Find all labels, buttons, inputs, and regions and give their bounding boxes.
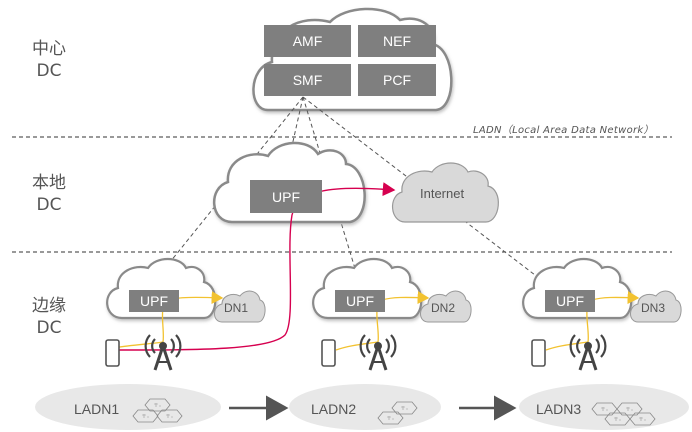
edge-paths (113, 291, 640, 351)
edge-upf-2[interactable]: UPF (335, 290, 385, 312)
nf-nef[interactable]: NEF (358, 25, 436, 57)
dn1-cloud (214, 290, 266, 323)
ladn1-label: LADN1 (74, 401, 120, 417)
tier-suffix: DC (36, 61, 62, 81)
tier-suffix: DC (36, 195, 62, 215)
phone-icon (321, 339, 336, 367)
tier-name: 边缘 (32, 296, 66, 316)
base-station-icons (144, 334, 607, 371)
phone-icon (531, 339, 546, 367)
internet-cloud (392, 162, 499, 223)
edge-upf-3[interactable]: UPF (545, 290, 595, 312)
antenna-icon (144, 334, 182, 371)
ladn2-label: LADN2 (311, 401, 357, 417)
local-upf[interactable]: UPF (250, 180, 322, 213)
ladn3-label: LADN3 (536, 401, 582, 417)
ladn-note: LADN（Local Area Data Network） (473, 125, 654, 136)
antenna-icon (569, 334, 607, 371)
tier-name: 中心 (32, 39, 66, 59)
ue-phone-icons (105, 339, 546, 367)
tier-label-local: 本地 DC (26, 172, 72, 216)
nf-pcf[interactable]: PCF (358, 64, 436, 96)
dn3-cloud (630, 290, 682, 323)
edge-upf-1[interactable]: UPF (129, 290, 179, 312)
ladn-area-3 (519, 384, 689, 430)
dn3-label: DN3 (641, 301, 666, 315)
dn2-cloud (420, 290, 472, 323)
nf-amf[interactable]: AMF (264, 25, 351, 57)
nf-smf[interactable]: SMF (264, 64, 351, 96)
antenna-icon (359, 334, 397, 371)
dn1-label: DN1 (224, 301, 249, 315)
tier-label-edge: 边缘 DC (26, 295, 72, 339)
phone-icon (105, 339, 120, 367)
tier-suffix: DC (36, 318, 62, 338)
internet-label: Internet (420, 186, 465, 201)
dn2-label: DN2 (431, 301, 456, 315)
tier-name: 本地 (32, 173, 66, 193)
tier-label-central: 中心 DC (26, 38, 72, 82)
ladn-area-1 (35, 384, 221, 430)
